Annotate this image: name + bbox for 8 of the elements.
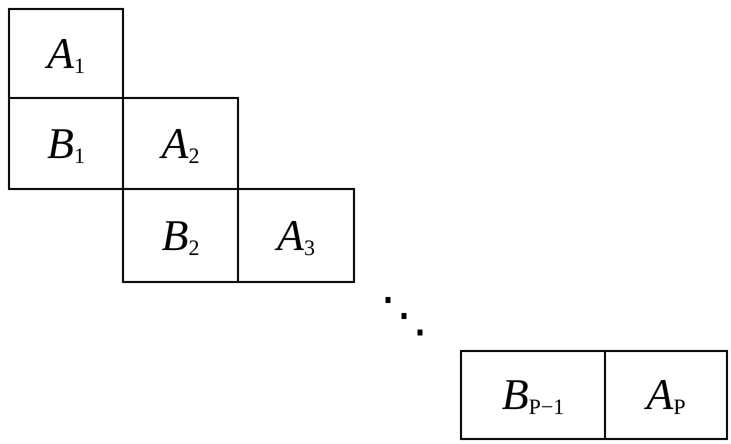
matrix-block: A$_{3}$ xyxy=(237,188,355,283)
matrix-block: B$_{1}$ xyxy=(8,97,124,190)
matrix-block: A$_{2}$ xyxy=(122,97,239,190)
matrix-block: A$_{P}$ xyxy=(604,350,728,440)
matrix-block: A$_{1}$ xyxy=(8,8,124,99)
matrix-block: B$_{2}$ xyxy=(122,188,239,283)
diagonal-ellipsis: ⋱ xyxy=(380,292,428,340)
matrix-block: B$_{P−1}$ xyxy=(460,350,606,440)
